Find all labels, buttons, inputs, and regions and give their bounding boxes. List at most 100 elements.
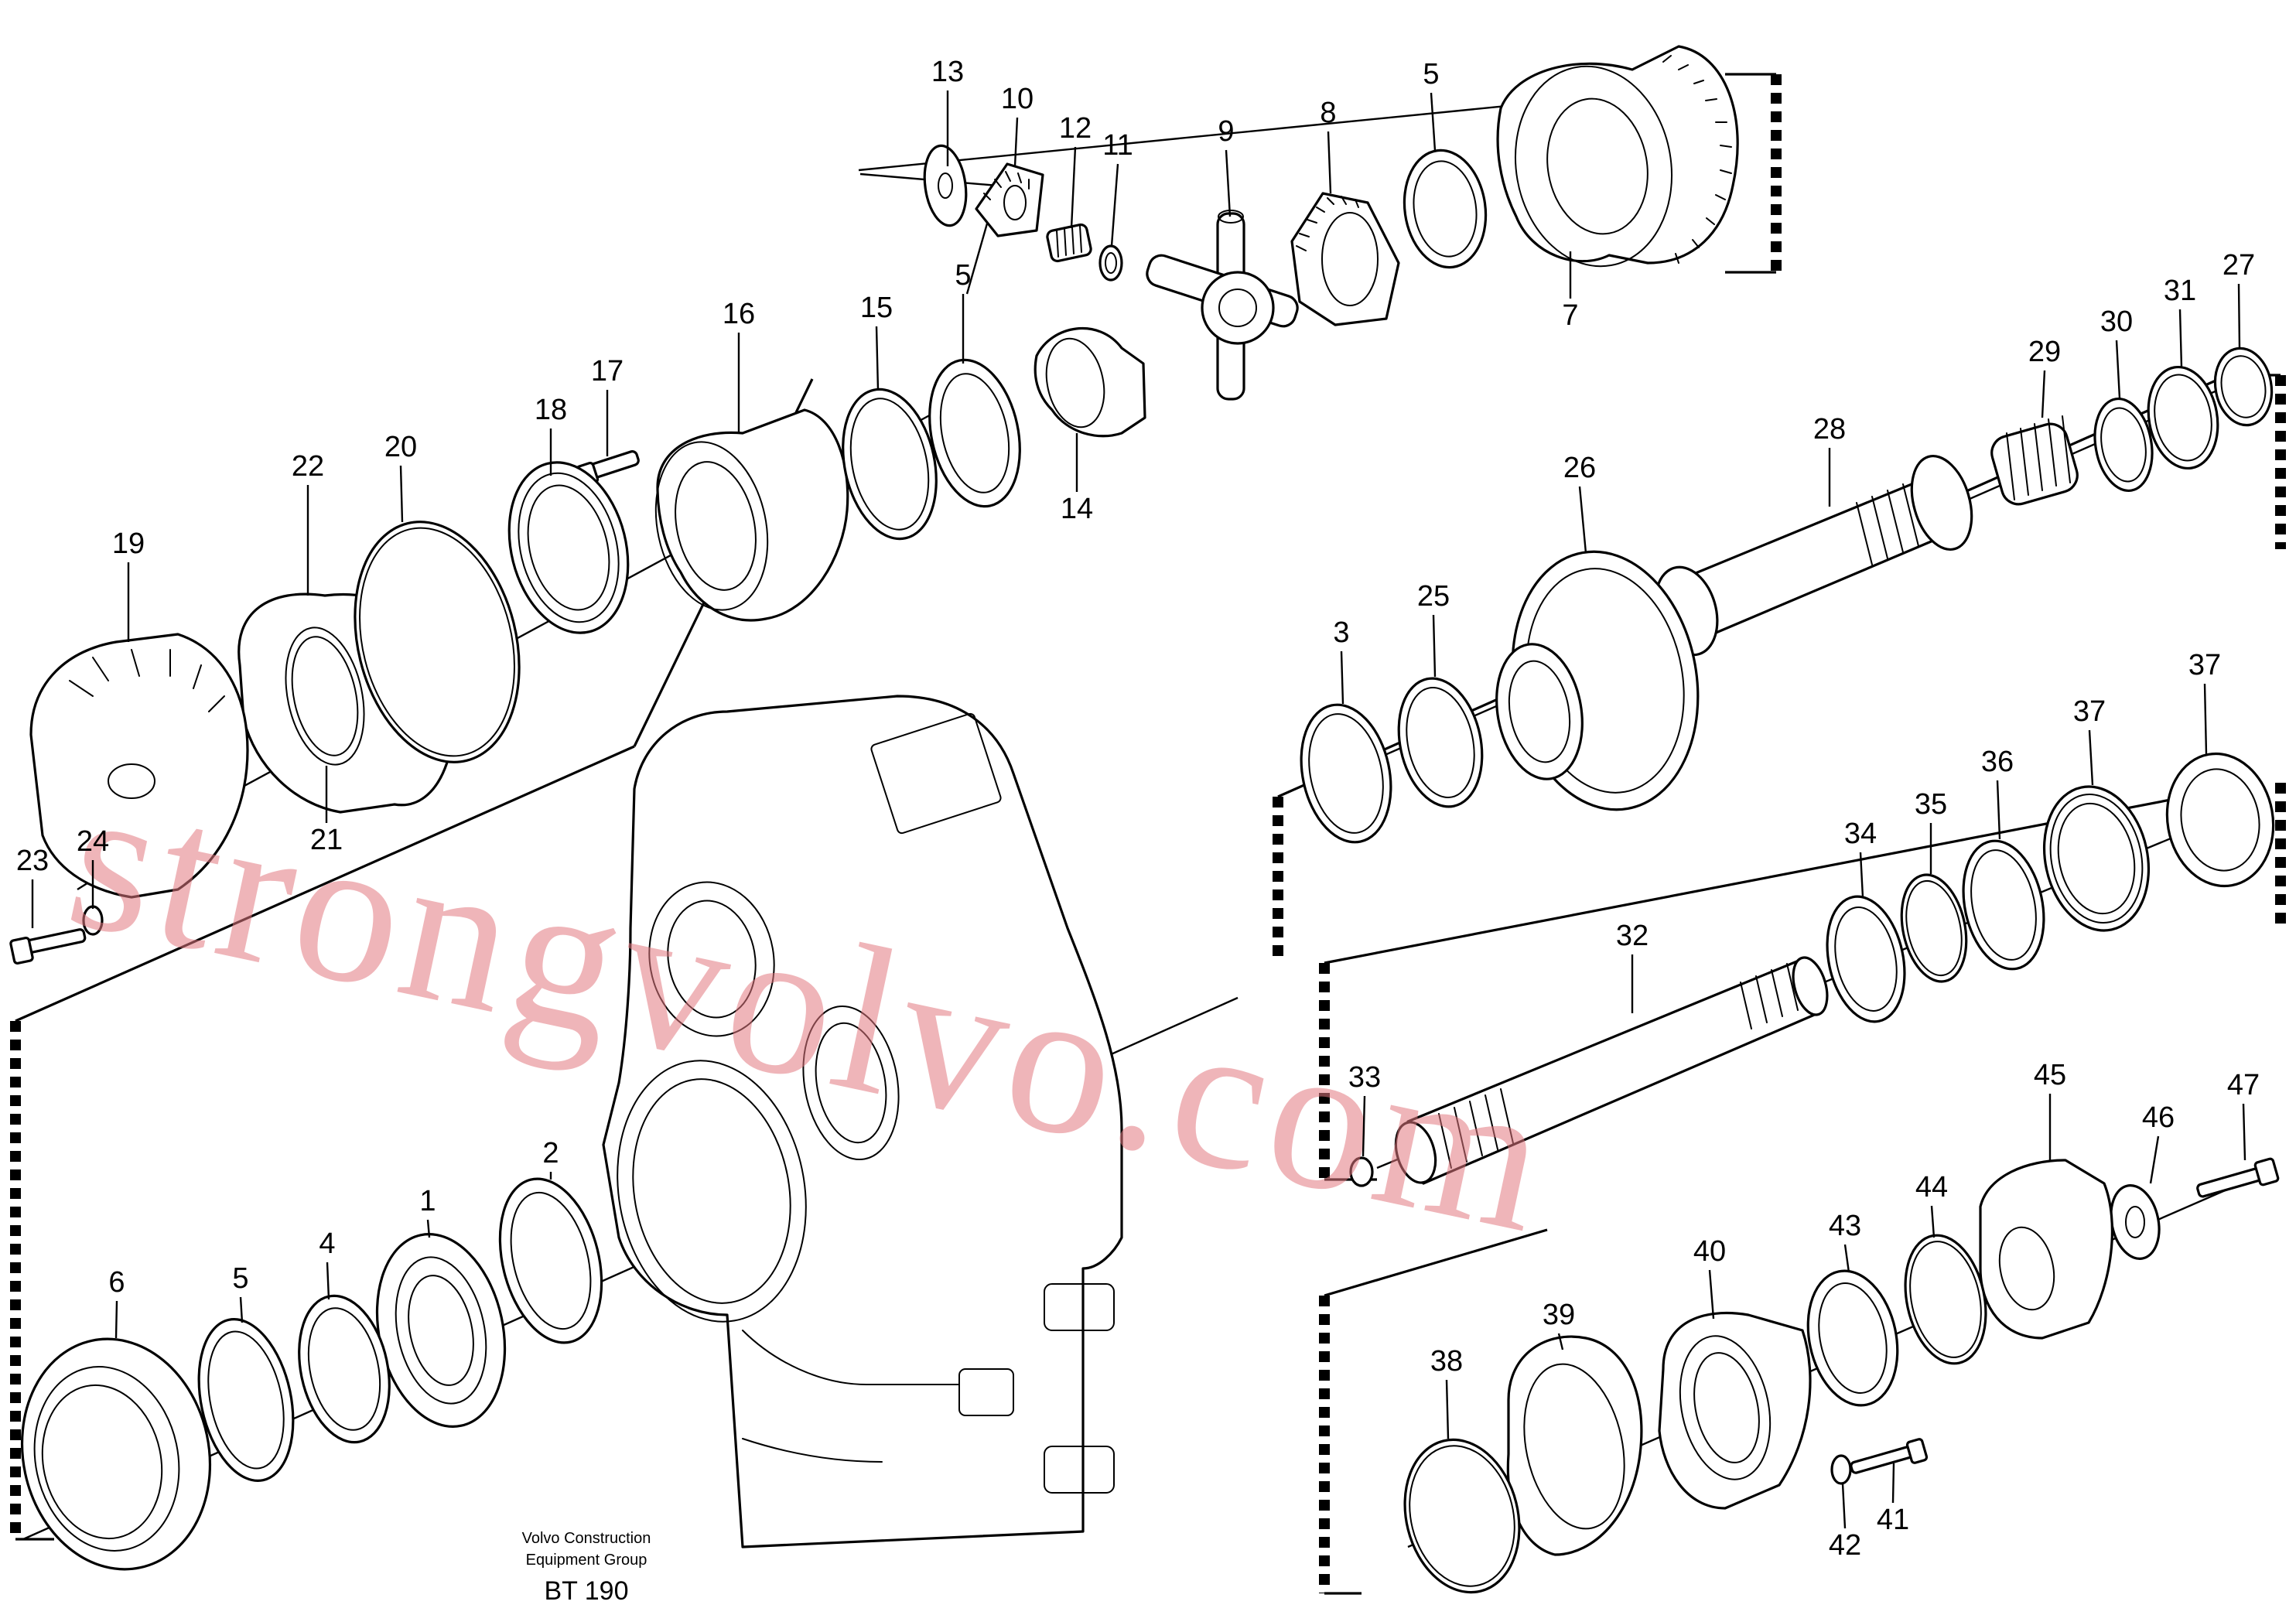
callout-leader-4 — [326, 1262, 330, 1300]
differential-case-part-16 — [654, 408, 849, 622]
callout-number-8: 8 — [1320, 97, 1336, 129]
callout-number-23: 23 — [16, 845, 49, 877]
washer-part-42 — [1830, 1454, 1852, 1485]
callout-number-32: 32 — [1616, 920, 1649, 952]
callout-leader-36 — [1996, 780, 2001, 840]
spider-cross-part-9 — [1146, 210, 1299, 401]
callout-leader-12 — [1070, 146, 1077, 229]
snap-ring-part-27 — [2213, 347, 2274, 427]
bolt-part-23 — [9, 928, 87, 965]
snap-ring-part-3 — [1300, 703, 1392, 844]
ring-part-36 — [1962, 839, 2045, 971]
callout-number-5c: 5 — [232, 1262, 248, 1295]
bolt-part-47 — [2196, 1157, 2280, 1198]
differential-housing-part-7 — [1496, 45, 1739, 268]
callout-number-13: 13 — [931, 56, 964, 88]
assembly-bracket-right-lower — [1319, 1228, 1548, 1595]
callout-number-17: 17 — [591, 355, 624, 388]
callout-number-37b: 37 — [2073, 695, 2106, 728]
callout-leader-3 — [1340, 650, 1344, 705]
pump-cover-part-19 — [29, 633, 249, 899]
callout-number-47: 47 — [2227, 1069, 2260, 1101]
callout-leader-42 — [1841, 1483, 1847, 1529]
callout-number-14: 14 — [1061, 493, 1093, 525]
callout-leader-37b — [2088, 729, 2094, 786]
callout-leader-30 — [2115, 340, 2121, 399]
bearing-part-6 — [20, 1337, 212, 1571]
washer-part-46 — [2110, 1184, 2161, 1260]
washer-part-13 — [923, 144, 968, 227]
callout-number-34: 34 — [1844, 818, 1877, 850]
callout-number-43: 43 — [1829, 1210, 1861, 1242]
callout-leader-34 — [1859, 852, 1864, 898]
drawing-code: BT 190 — [544, 1576, 628, 1606]
callout-number-46: 46 — [2142, 1101, 2175, 1134]
plug-part-33 — [1349, 1156, 1374, 1187]
callout-number-31: 31 — [2164, 275, 2196, 307]
callout-leader-38 — [1445, 1379, 1450, 1439]
callout-leader-1 — [426, 1219, 431, 1238]
callout-number-37a: 37 — [2188, 649, 2221, 681]
callout-leader-31 — [2178, 309, 2183, 368]
callout-number-30: 30 — [2100, 306, 2133, 338]
callout-number-41: 41 — [1877, 1504, 1909, 1536]
cover-part-40 — [1658, 1311, 1812, 1510]
callout-leader-37a — [2203, 683, 2208, 755]
gear-part-26 — [1495, 550, 1700, 811]
callout-number-10: 10 — [1001, 83, 1034, 115]
transmission-housing — [602, 695, 1123, 1548]
o-ring-part-20 — [354, 521, 521, 763]
callout-number-21: 21 — [310, 824, 343, 856]
snap-ring-part-11 — [1098, 244, 1123, 282]
callout-number-11: 11 — [1102, 129, 1133, 162]
callout-number-28: 28 — [1813, 413, 1846, 446]
callout-leader-41 — [1891, 1463, 1895, 1504]
callout-leader-15 — [875, 326, 880, 391]
callout-leader-26 — [1578, 486, 1587, 554]
callout-number-24: 24 — [77, 825, 109, 858]
callout-leader-43 — [1843, 1244, 1850, 1273]
callout-leader-6 — [114, 1300, 118, 1339]
shaft-part-32 — [1394, 956, 1829, 1185]
callout-leader-5a — [1430, 92, 1437, 152]
gasket-part-39 — [1506, 1335, 1643, 1556]
bearing-part-2 — [498, 1177, 603, 1344]
callout-number-26: 26 — [1563, 452, 1596, 484]
needle-bearing-part-29 — [1990, 415, 2079, 506]
callout-number-15: 15 — [860, 292, 893, 324]
callout-leader-27 — [2237, 283, 2241, 349]
callout-number-27: 27 — [2223, 249, 2255, 282]
bolt-part-41 — [1850, 1438, 1929, 1474]
assembly-bracket-top — [1725, 73, 1782, 274]
callout-number-39: 39 — [1543, 1299, 1575, 1331]
callout-number-44: 44 — [1915, 1171, 1948, 1204]
callout-leader-47 — [2242, 1103, 2246, 1161]
pinion-gear-part-14 — [1034, 327, 1146, 438]
thrust-washer-part-5-middle — [928, 358, 1021, 508]
callout-number-3: 3 — [1333, 616, 1349, 649]
callout-number-42: 42 — [1829, 1529, 1861, 1562]
needle-bearing-part-12 — [1046, 223, 1092, 263]
bevel-gear-part-8 — [1290, 192, 1400, 326]
synchro-gear-part-1 — [375, 1233, 507, 1428]
callout-leader-20 — [399, 465, 404, 523]
snap-ring-part-31 — [2147, 365, 2219, 470]
bearing-part-37-outer — [2165, 752, 2275, 888]
callout-number-16: 16 — [723, 298, 755, 330]
callout-number-38: 38 — [1430, 1345, 1463, 1378]
thrust-washer-part-5-bottom — [197, 1318, 295, 1482]
callout-leader-11 — [1110, 163, 1119, 247]
callout-leader-40 — [1708, 1269, 1715, 1320]
callout-number-5a: 5 — [1423, 58, 1439, 90]
callout-leader-5c — [239, 1296, 244, 1323]
callout-number-22: 22 — [292, 450, 324, 483]
callout-leader-46 — [2149, 1135, 2160, 1184]
callout-number-5b: 5 — [955, 259, 971, 292]
callout-number-6: 6 — [108, 1266, 125, 1299]
callout-number-1: 1 — [419, 1185, 436, 1217]
shaft-part-28 — [1654, 454, 1973, 657]
snap-ring-part-25 — [1397, 677, 1484, 808]
flange-part-45 — [1979, 1159, 2114, 1340]
seal-part-43 — [1806, 1269, 1899, 1407]
